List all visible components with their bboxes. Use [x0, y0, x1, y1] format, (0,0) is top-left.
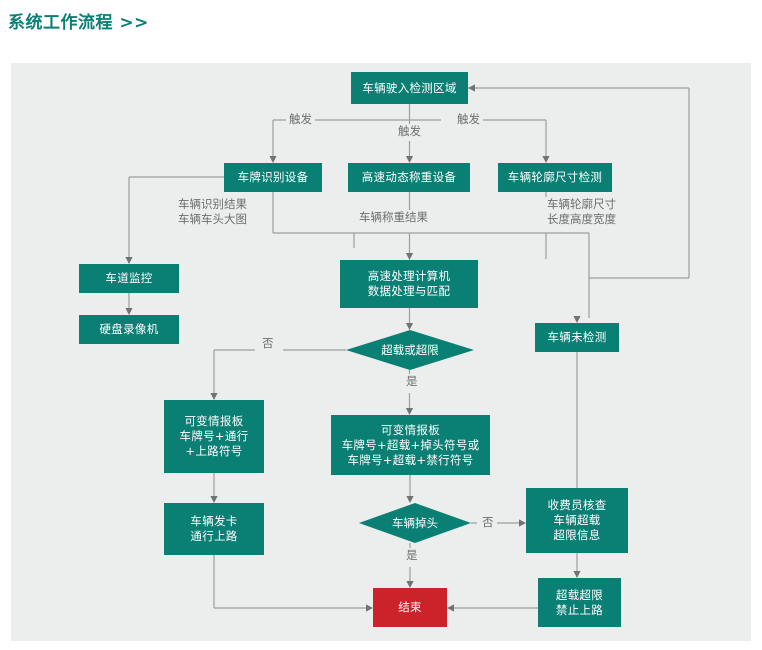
edge-label-trigger-right: 触发	[454, 112, 483, 127]
node-toll-collector-verification[interactable]: 收费员核查 车辆超载 超限信息	[526, 488, 628, 553]
node-vehicle-not-detected[interactable]: 车辆未检测	[535, 323, 619, 352]
edge-label-no-uturn: 否	[479, 515, 497, 530]
edge-label-no-overload: 否	[259, 336, 277, 351]
node-vehicle-enters-detection-area[interactable]: 车辆驶入检测区域	[351, 72, 468, 104]
node-vehicle-profile-size-detection[interactable]: 车辆轮廓尺寸检测	[498, 163, 612, 192]
node-issue-card-and-pass[interactable]: 车辆发卡 通行上路	[164, 503, 264, 555]
connector-layer	[125, 84, 690, 612]
page-title: 系统工作流程 >>	[8, 13, 149, 33]
node-end[interactable]: 结束	[373, 588, 447, 627]
node-lane-monitoring[interactable]: 车道监控	[79, 264, 179, 293]
flowchart-canvas: 车辆驶入检测区域 车牌识别设备 高速动态称重设备 车辆轮廓尺寸检测 车道监控 硬…	[11, 63, 751, 641]
node-vms-pass-board[interactable]: 可变情报板 车牌号+通行 +上路符号	[164, 400, 264, 473]
edge-label-trigger-left: 触发	[286, 112, 315, 127]
node-high-speed-weighing-device[interactable]: 高速动态称重设备	[348, 163, 470, 192]
edge-label-yes-uturn: 是	[403, 548, 421, 563]
node-overload-forbidden[interactable]: 超载超限 禁止上路	[538, 578, 621, 627]
edge-label-trigger-middle: 触发	[395, 124, 424, 139]
node-hard-disk-recorder[interactable]: 硬盘录像机	[79, 315, 179, 344]
edge-label-profile-result: 车辆轮廓尺寸 长度高度宽度	[544, 197, 619, 227]
node-plate-recognition-device[interactable]: 车牌识别设备	[224, 163, 322, 192]
edge-label-weighing-result: 车辆称重结果	[356, 210, 431, 225]
edge-label-recognition-result: 车辆识别结果 车辆车头大图	[175, 197, 250, 227]
node-high-speed-processing-computer[interactable]: 高速处理计算机 数据处理与匹配	[340, 260, 478, 308]
edge-label-yes-overload: 是	[403, 374, 421, 389]
node-vms-overload-board[interactable]: 可变情报板 车牌号+超载+掉头符号或 车牌号+超载+禁行符号	[331, 415, 490, 475]
